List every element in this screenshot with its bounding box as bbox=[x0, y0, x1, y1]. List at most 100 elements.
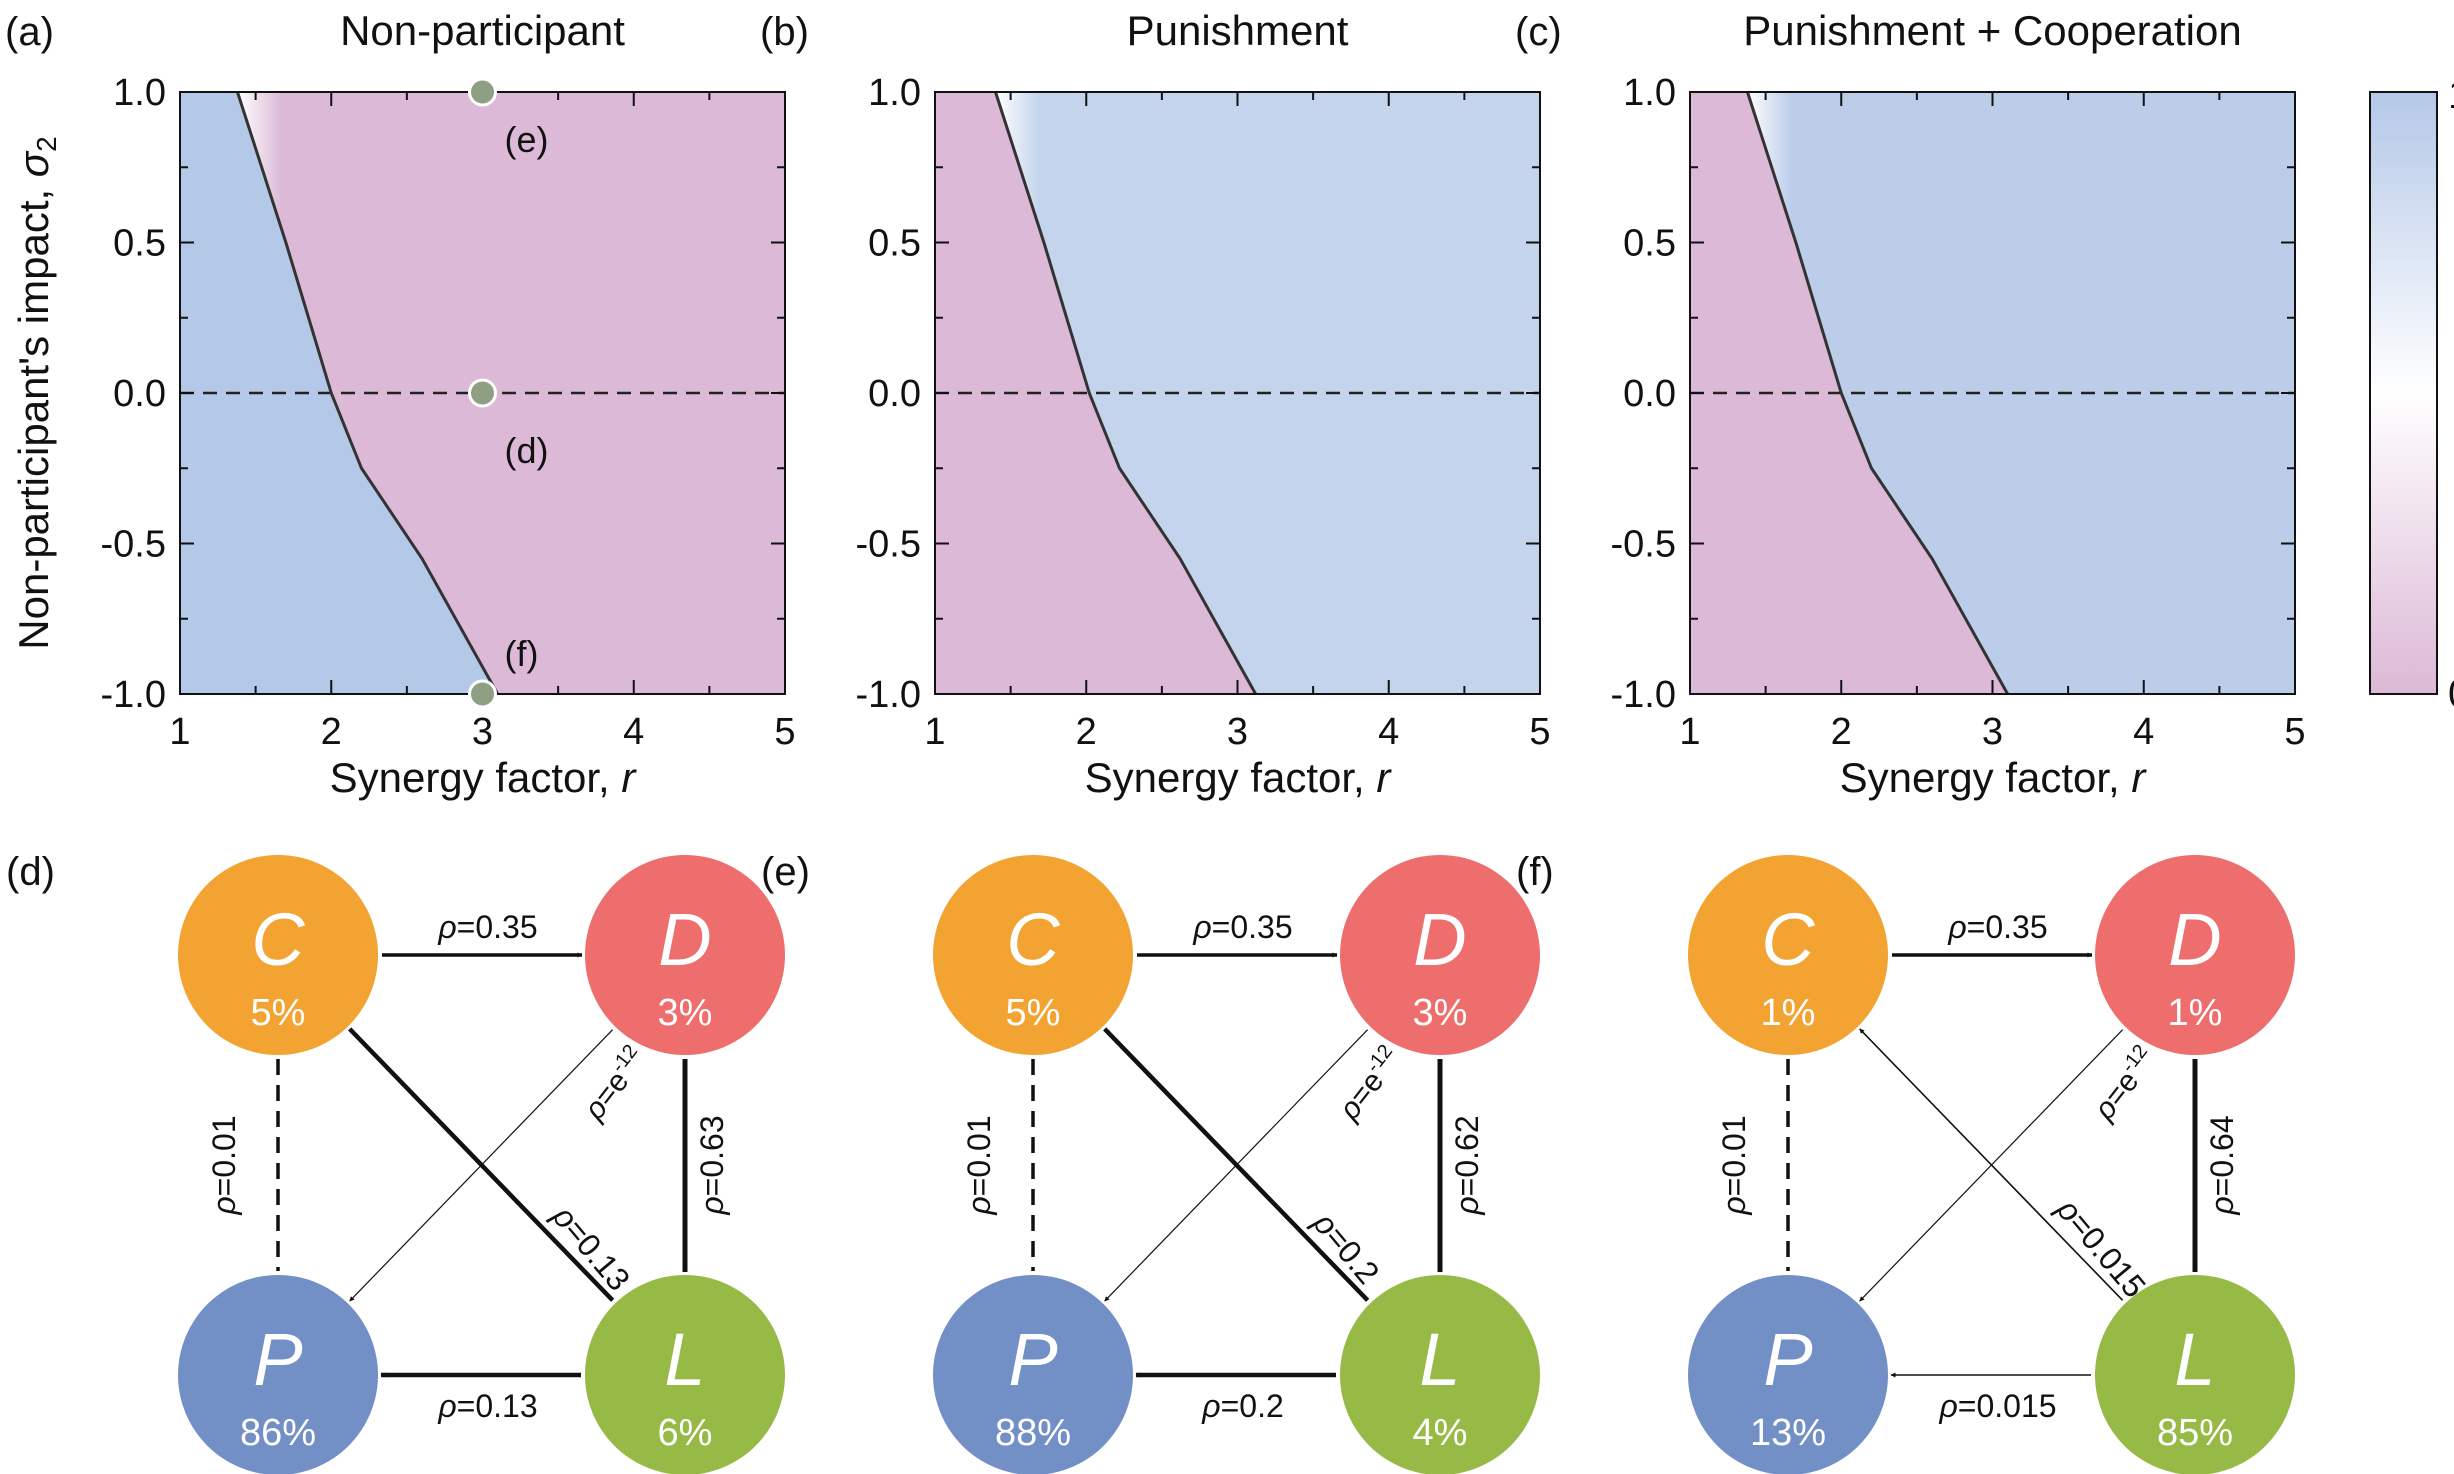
label-d-to-p: ρ=e-12 bbox=[2085, 1041, 2163, 1127]
y-tick-label: -1.0 bbox=[1611, 674, 1676, 716]
rho-symbol: ρ bbox=[1449, 1196, 1485, 1215]
y-tick-label: 0.0 bbox=[113, 373, 166, 415]
label-c-to-d: ρ=0.35 bbox=[1192, 909, 1292, 945]
x-tick-label: 3 bbox=[1982, 711, 2003, 753]
x-tick-label: 4 bbox=[1378, 711, 1399, 753]
node-percent-c: 5% bbox=[1006, 992, 1061, 1034]
node-l bbox=[585, 1275, 785, 1474]
rho-symbol: ρ bbox=[694, 1196, 730, 1215]
network-panel-2: (e)C5%D3%P88%L4%ρ=0.35ρ=0.62ρ=0.01ρ=0.2ρ… bbox=[761, 850, 1540, 1474]
panel-title: Punishment + Cooperation bbox=[1743, 7, 2241, 54]
rho-symbol: ρ bbox=[206, 1196, 242, 1215]
y-tick-label: 0.5 bbox=[1623, 223, 1676, 265]
node-percent-c: 5% bbox=[251, 992, 306, 1034]
edge-l-to-c bbox=[1103, 1027, 1370, 1302]
node-percent-p: 13% bbox=[1750, 1412, 1826, 1454]
rho-symbol: ρ bbox=[1938, 1388, 1957, 1424]
rho-value: =0.64 bbox=[2204, 1115, 2240, 1196]
x-tick-label: 5 bbox=[1529, 711, 1550, 753]
label-l-to-p: ρ=0.015 bbox=[1938, 1388, 2056, 1424]
node-p bbox=[178, 1275, 378, 1474]
node-percent-d: 3% bbox=[1413, 992, 1468, 1034]
marker-label: (d) bbox=[505, 430, 549, 471]
y-tick-label: 0.0 bbox=[868, 373, 921, 415]
marker-point bbox=[468, 378, 497, 408]
x-tick-label: 5 bbox=[774, 711, 795, 753]
phase-boundary bbox=[1746, 91, 2009, 695]
x-tick-label: 3 bbox=[1227, 711, 1248, 753]
node-letter-c: C bbox=[251, 898, 305, 981]
network-panel-1: (d)C5%D3%P86%L6%ρ=0.35ρ=0.63ρ=0.01ρ=0.13… bbox=[6, 850, 785, 1474]
edge-l-to-c bbox=[348, 1027, 615, 1302]
node-letter-p: P bbox=[253, 1318, 302, 1401]
edge-l-to-c bbox=[1859, 1028, 2124, 1301]
label-l-to-c: ρ=0.015 bbox=[2049, 1191, 2152, 1305]
x-axis-label: Synergy factor, r bbox=[330, 754, 638, 801]
panel-label: (b) bbox=[760, 10, 809, 54]
rho-value: =0.015 bbox=[1958, 1388, 2057, 1424]
node-d bbox=[2095, 855, 2295, 1055]
panel-title: Punishment bbox=[1127, 7, 1349, 54]
node-percent-l: 4% bbox=[1413, 1412, 1468, 1454]
rho-symbol: ρ bbox=[1201, 1388, 1220, 1424]
transition-networks: (d)C5%D3%P86%L6%ρ=0.35ρ=0.63ρ=0.01ρ=0.13… bbox=[6, 850, 2295, 1474]
node-percent-d: 1% bbox=[2168, 992, 2223, 1034]
rho-value: =0.35 bbox=[1967, 909, 2048, 945]
label-d-to-p: ρ=e-12 bbox=[1330, 1041, 1408, 1127]
node-l bbox=[1340, 1275, 1540, 1474]
x-axis-label-var: r bbox=[621, 754, 637, 801]
rho-symbol: ρ bbox=[437, 909, 456, 945]
node-p bbox=[1688, 1275, 1888, 1474]
node-letter-l: L bbox=[664, 1318, 705, 1401]
panel-label: (a) bbox=[5, 10, 54, 54]
rho-value: =0.01 bbox=[961, 1115, 997, 1196]
y-axis-label: Non-participant's impact, σ2 bbox=[10, 136, 62, 649]
x-tick-label: 2 bbox=[1831, 711, 1852, 753]
node-percent-p: 88% bbox=[995, 1412, 1071, 1454]
node-letter-p: P bbox=[1763, 1318, 1812, 1401]
node-letter-c: C bbox=[1006, 898, 1060, 981]
marker-point bbox=[468, 77, 497, 107]
phase-boundary bbox=[236, 91, 499, 695]
rho-value: =0.62 bbox=[1449, 1115, 1485, 1196]
node-letter-l: L bbox=[1419, 1318, 1460, 1401]
y-tick-label: -0.5 bbox=[1611, 524, 1676, 566]
x-tick-label: 2 bbox=[1076, 711, 1097, 753]
panel-title: Non-participant bbox=[340, 7, 625, 54]
x-tick-label: 1 bbox=[924, 711, 945, 753]
label-l-to-p: ρ=0.2 bbox=[1201, 1388, 1284, 1424]
label-l-to-p: ρ=0.13 bbox=[437, 1388, 537, 1424]
y-tick-label: -0.5 bbox=[856, 524, 921, 566]
x-axis-label-var: r bbox=[1376, 754, 1392, 801]
y-tick-label: 1.0 bbox=[113, 72, 166, 114]
colorbar-min-label: 0 bbox=[2448, 672, 2454, 716]
y-tick-label: 0.5 bbox=[868, 223, 921, 265]
rho-value: =0.015 bbox=[2062, 1206, 2153, 1305]
rho-value: =0.13 bbox=[457, 1388, 538, 1424]
node-percent-c: 1% bbox=[1761, 992, 1816, 1034]
colorbar: 1 0 bbox=[2369, 73, 2454, 716]
network-panel-3: (f)C1%D1%P13%L85%ρ=0.35ρ=0.64ρ=0.01ρ=0.0… bbox=[1516, 850, 2295, 1474]
rho-value: =0.35 bbox=[1212, 909, 1293, 945]
y-tick-label: -1.0 bbox=[101, 674, 166, 716]
marker-label: (f) bbox=[505, 633, 539, 674]
node-c bbox=[178, 855, 378, 1055]
rho-value: =0.01 bbox=[1716, 1115, 1752, 1196]
node-d bbox=[585, 855, 785, 1055]
panel-label: (e) bbox=[761, 850, 810, 894]
rho-value: =0.2 bbox=[1221, 1388, 1284, 1424]
x-tick-label: 5 bbox=[2284, 711, 2305, 753]
rho-symbol: ρ bbox=[2204, 1196, 2240, 1215]
label-c-p: ρ=0.01 bbox=[1716, 1115, 1752, 1215]
rho-symbol: ρ bbox=[961, 1196, 997, 1215]
y-tick-label: 1.0 bbox=[868, 72, 921, 114]
label-d-to-l: ρ=0.63 bbox=[694, 1115, 730, 1215]
node-letter-l: L bbox=[2174, 1318, 2215, 1401]
node-percent-d: 3% bbox=[658, 992, 713, 1034]
marker-point bbox=[468, 679, 497, 709]
y-tick-label: 0.5 bbox=[113, 223, 166, 265]
x-tick-label: 1 bbox=[169, 711, 190, 753]
node-l bbox=[2095, 1275, 2295, 1474]
